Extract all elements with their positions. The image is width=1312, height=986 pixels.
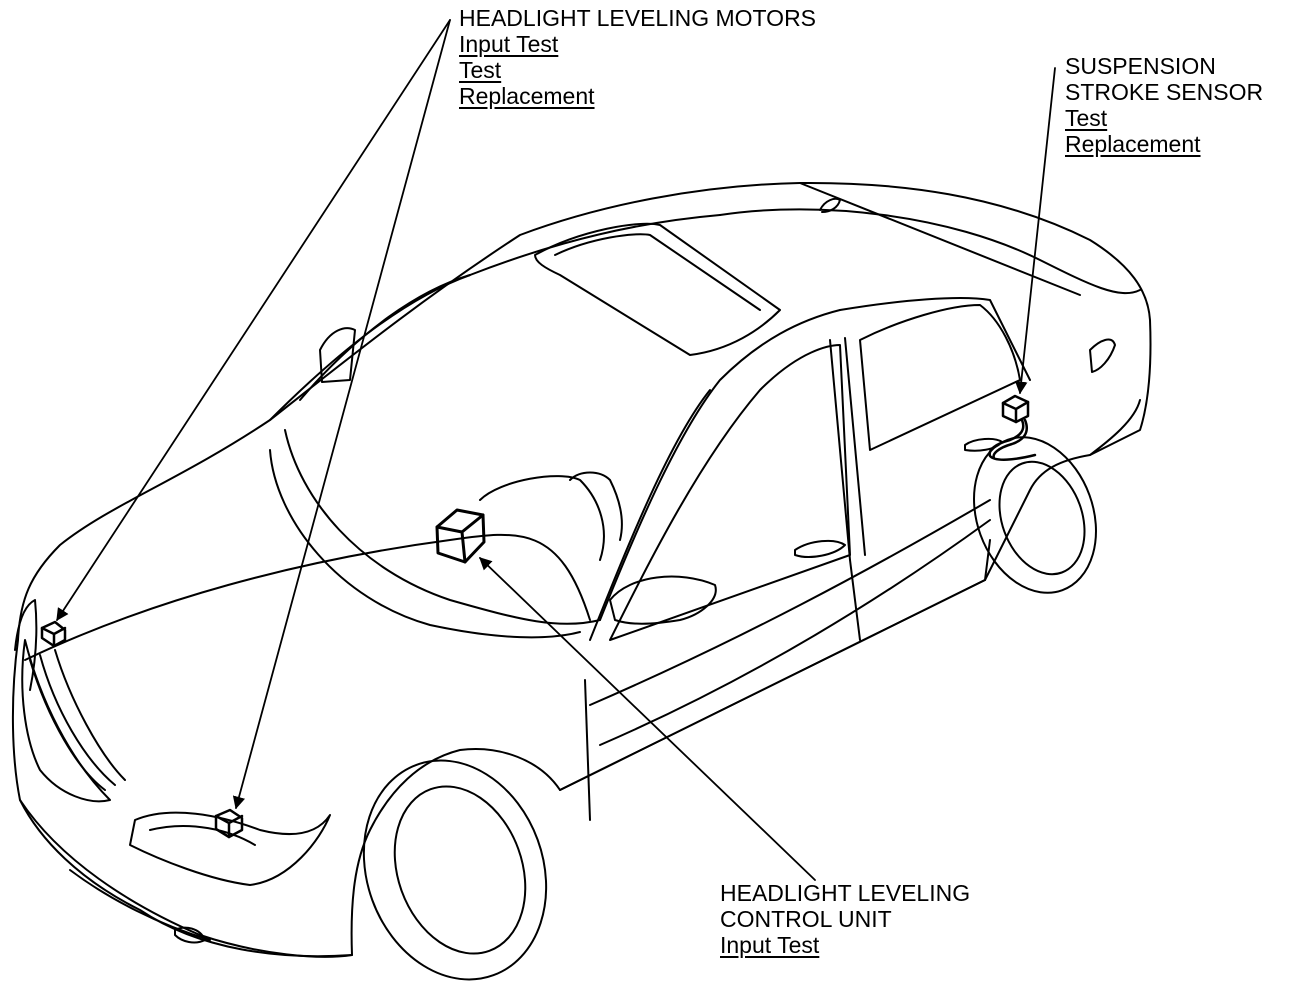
control-unit-title-line1: HEADLIGHT LEVELING bbox=[720, 880, 971, 906]
headlight-motors-title: HEADLIGHT LEVELING MOTORS bbox=[459, 5, 817, 31]
suspension-sensor-title-line1: SUSPENSION bbox=[1065, 53, 1216, 79]
headlight-motor-left-icon[interactable] bbox=[40, 620, 67, 648]
rear-wheel bbox=[973, 436, 1097, 594]
front-fascia bbox=[14, 599, 353, 958]
front-wheel bbox=[362, 759, 548, 981]
control-unit-title-line2: CONTROL UNIT bbox=[720, 906, 892, 932]
car-outline bbox=[11, 181, 1152, 958]
control-unit-callout: HEADLIGHT LEVELING CONTROL UNIT Input Te… bbox=[720, 880, 970, 958]
headlight-motors-replacement-link[interactable]: Replacement bbox=[459, 83, 595, 109]
suspension-sensor-replacement-link[interactable]: Replacement bbox=[1065, 131, 1201, 157]
suspension-sensor-callout: SUSPENSION STROKE SENSOR Test Replacemen… bbox=[1065, 53, 1263, 157]
headlight-motors-test-link[interactable]: Test bbox=[459, 57, 502, 83]
leader-lines bbox=[56, 19, 1056, 881]
suspension-sensor-title-line2: STROKE SENSOR bbox=[1065, 79, 1264, 105]
control-unit-icon[interactable] bbox=[435, 508, 486, 564]
headlight-motors-callout: HEADLIGHT LEVELING MOTORS Input Test Tes… bbox=[459, 5, 816, 109]
headlight-motors-input-test-link[interactable]: Input Test bbox=[459, 31, 559, 57]
headlight-motor-right-icon[interactable] bbox=[214, 808, 244, 839]
control-unit-input-test-link[interactable]: Input Test bbox=[720, 932, 820, 958]
suspension-stroke-sensor-icon[interactable] bbox=[988, 394, 1037, 461]
suspension-sensor-test-link[interactable]: Test bbox=[1065, 105, 1108, 131]
